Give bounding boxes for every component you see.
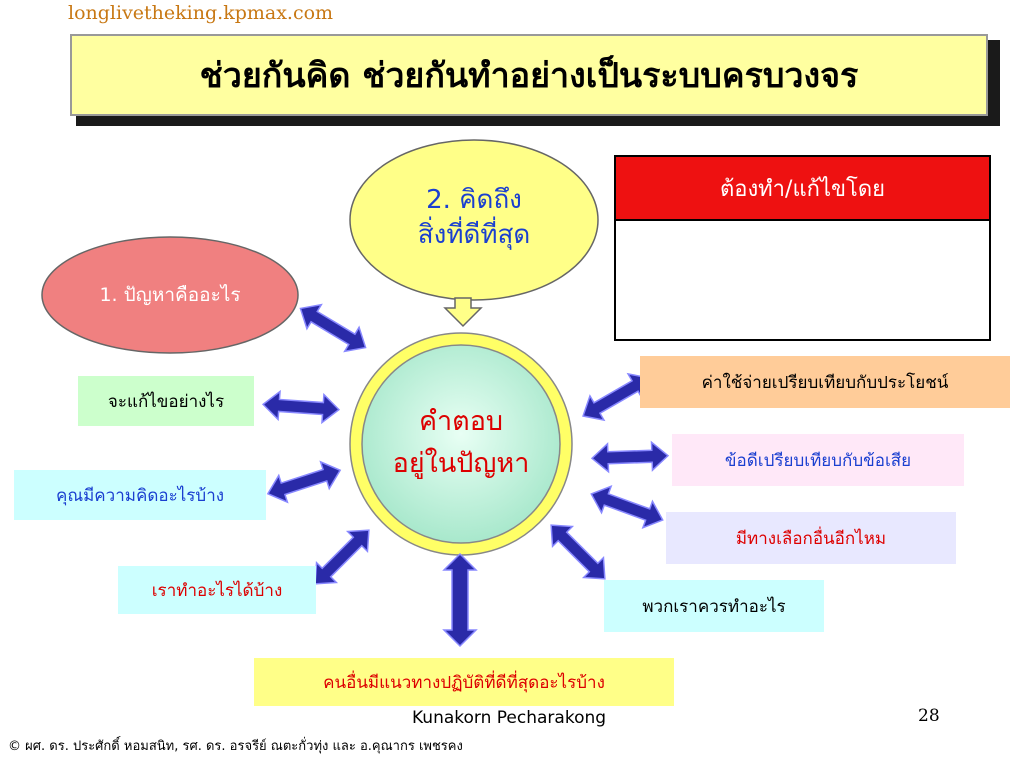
box-alternatives: มีทางเลือกอื่นอีกไหม: [666, 512, 956, 564]
top-ellipse: 2. คิดถึง สิ่งที่ดีที่สุด: [380, 170, 568, 266]
box-pros-cons: ข้อดีเปรียบเทียบกับข้อเสีย: [672, 434, 964, 486]
top-ellipse-line1: 2. คิดถึง: [426, 184, 522, 215]
box-what-we-can-do: เราทำอะไรได้บ้าง: [118, 566, 316, 614]
box-cost-benefit: ค่าใช้จ่ายเปรียบเทียบกับประโยชน์: [640, 356, 1010, 408]
top-ellipse-line2: สิ่งที่ดีที่สุด: [417, 220, 531, 250]
box-what-should-we-do: พวกเราควรทำอะไร: [604, 580, 824, 632]
center-line2: อยู่ในปัญหา: [392, 448, 530, 479]
page-number: 28: [918, 706, 940, 726]
top-ellipse-shape: [349, 139, 599, 301]
arrow-your-ideas: [266, 460, 342, 504]
left-ellipse: 1. ปัญหาคืออะไร: [50, 275, 290, 315]
arrow-left-ellipse: [299, 303, 367, 353]
arrow-what-we-can-do: [314, 529, 370, 585]
down-arrow-icon: [443, 297, 483, 328]
box-how-to-fix: จะแก้ไขอย่างไร: [78, 376, 254, 426]
arrow-how-to-fix: [261, 389, 341, 425]
center-circle: [361, 344, 561, 544]
arrow-best-practice: [442, 552, 478, 648]
left-ellipse-label: 1. ปัญหาคืออะไร: [99, 284, 241, 306]
action-table-header: ต้องทำ/แก้ไขโดย: [616, 157, 989, 221]
arrow-what-should-we-do: [550, 524, 606, 580]
footer-author: Kunakorn Pecharakong: [412, 708, 607, 728]
slide-title: ช่วยกันคิด ช่วยกันทำอย่างเป็นระบบครบวงจร: [70, 34, 988, 116]
arrow-alternatives: [590, 485, 664, 529]
center-line1: คำตอบ: [418, 406, 504, 438]
box-best-practice: คนอื่นมีแนวทางปฏิบัติที่ดีที่สุดอะไรบ้าง: [254, 658, 674, 706]
center-answer: คำตอบ อยู่ในปัญหา: [370, 386, 552, 500]
site-url: longlivetheking.kpmax.com: [68, 2, 334, 24]
left-ellipse-shape: [41, 236, 299, 354]
box-your-ideas: คุณมีความคิดอะไรบ้าง: [14, 470, 266, 520]
copyright-line: © ผศ. ดร. ประศักดิ์ หอมสนิท, รศ. ดร. อรจ…: [8, 739, 463, 754]
arrow-pros-cons: [590, 440, 670, 474]
